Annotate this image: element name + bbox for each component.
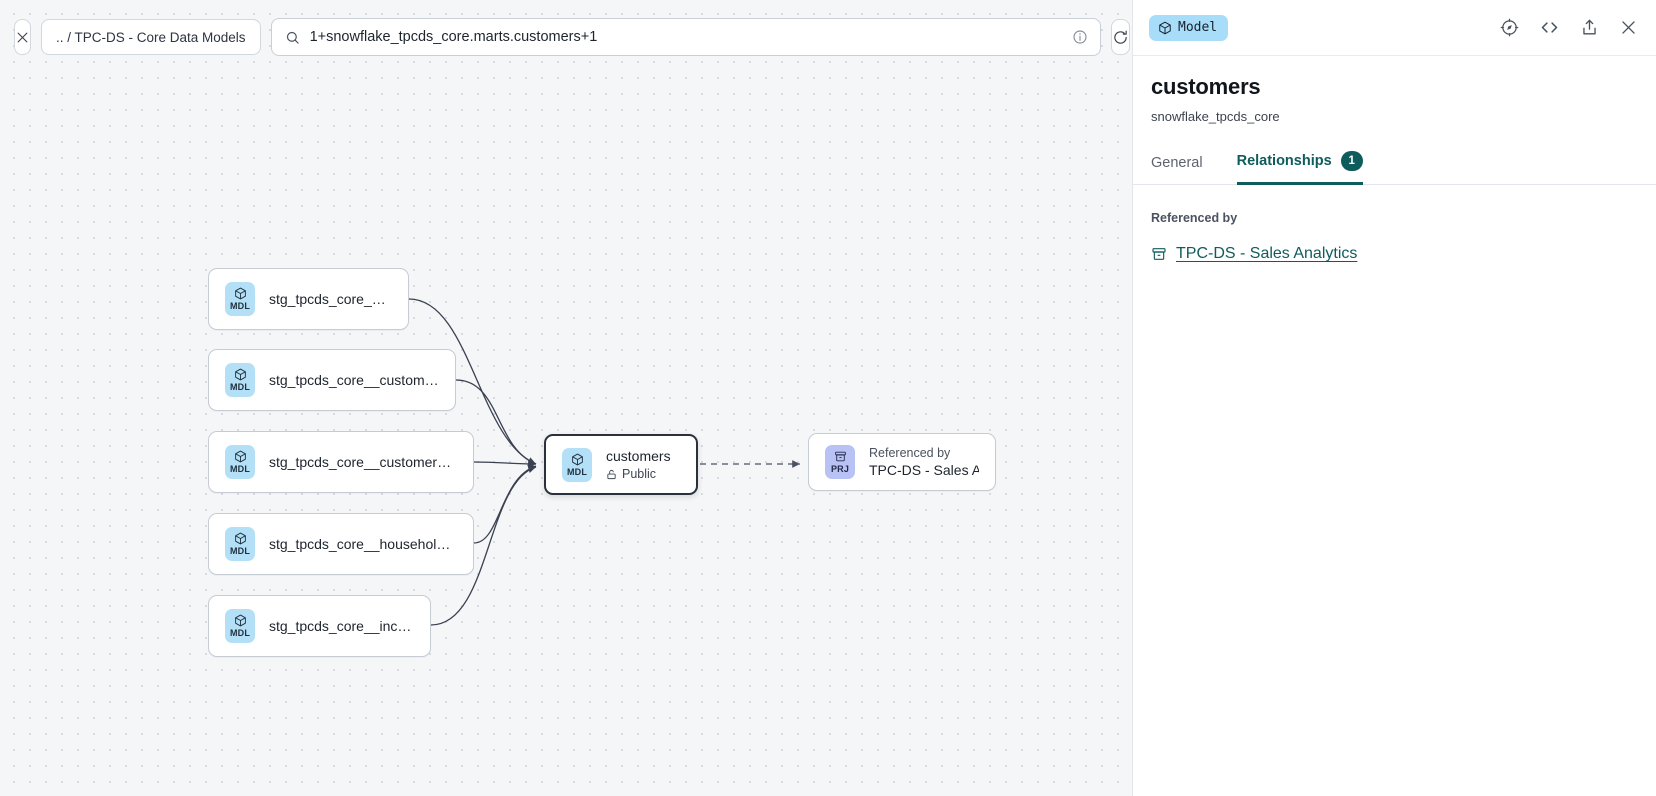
node-label: stg_tpcds_core__customer_address <box>269 372 439 388</box>
node-label: stg_tpcds_core__customer <box>269 291 392 307</box>
referenced-by-link[interactable]: TPC-DS - Sales Analytics <box>1176 245 1358 262</box>
project-icon <box>1151 246 1167 262</box>
model-badge: MDL <box>225 445 255 479</box>
section-label-referenced-by: Referenced by <box>1151 211 1238 225</box>
cube-icon <box>234 368 247 381</box>
tab-relationships[interactable]: Relationships 1 <box>1236 151 1363 185</box>
panel-toolbar: Model <box>1133 0 1656 56</box>
badge-text: MDL <box>229 628 251 638</box>
model-badge: MDL <box>562 447 592 482</box>
access-label: Public <box>622 467 657 481</box>
node-text: stg_tpcds_core__income_band <box>269 618 414 634</box>
graph-node-selected[interactable]: MDL customers Public <box>544 434 698 495</box>
badge-text: PRJ <box>830 464 850 474</box>
node-text: stg_tpcds_core__customer <box>269 291 392 307</box>
cube-icon <box>234 532 247 545</box>
project-badge: PRJ <box>825 445 855 479</box>
node-text: customers Public <box>606 448 671 481</box>
canvas-toolbar: .. / TPC-DS - Core Data Models 1+snowfla… <box>0 0 1132 74</box>
badge-text: MDL <box>566 466 588 477</box>
close-icon[interactable] <box>1619 18 1638 37</box>
cube-icon <box>1158 21 1172 35</box>
list-item[interactable]: TPC-DS - Sales Analytics <box>1151 245 1638 263</box>
close-lineage-button[interactable] <box>14 19 31 55</box>
node-label: stg_tpcds_core__customer_demogra… <box>269 454 457 470</box>
cube-icon <box>234 614 247 627</box>
page-title: customers <box>1151 74 1261 99</box>
node-access: Public <box>606 467 671 481</box>
code-icon[interactable] <box>1539 17 1560 38</box>
search-value: 1+snowflake_tpcds_core.marts.customers+1 <box>309 29 598 45</box>
lineage-edges <box>408 298 800 626</box>
tab-count-badge: 1 <box>1340 151 1363 171</box>
info-circle-icon[interactable] <box>1072 29 1088 45</box>
search-input[interactable]: 1+snowflake_tpcds_core.marts.customers+1 <box>270 18 1101 56</box>
node-label: customers <box>606 448 671 464</box>
graph-node-upstream[interactable]: MDL stg_tpcds_core__customer_address <box>208 349 456 411</box>
graph-node-upstream[interactable]: MDL stg_tpcds_core__customer_demogra… <box>208 431 474 493</box>
chip-label: Model <box>1178 20 1218 35</box>
model-badge: MDL <box>225 609 255 643</box>
badge-text: MDL <box>229 382 251 392</box>
node-label: stg_tpcds_core__household_demogr… <box>269 536 457 552</box>
search-icon <box>285 30 300 45</box>
graph-node-upstream[interactable]: MDL stg_tpcds_core__household_demogr… <box>208 513 474 575</box>
node-label: TPC-DS - Sales Analytics <box>869 462 979 478</box>
model-badge: MDL <box>225 527 255 561</box>
graph-node-downstream[interactable]: PRJ Referenced by TPC-DS - Sales Analyti… <box>808 433 996 491</box>
node-kicker: Referenced by <box>869 446 951 460</box>
project-icon <box>834 450 847 463</box>
node-label: stg_tpcds_core__income_band <box>269 618 414 634</box>
node-text: stg_tpcds_core__household_demogr… <box>269 536 457 552</box>
graph-node-upstream[interactable]: MDL stg_tpcds_core__income_band <box>208 595 431 657</box>
model-badge: MDL <box>225 363 255 397</box>
share-icon[interactable] <box>1580 18 1599 37</box>
tab-general[interactable]: General <box>1151 155 1203 185</box>
panel-subtitle: snowflake_tpcds_core <box>1151 109 1280 124</box>
panel-header: customers snowflake_tpcds_core <box>1133 56 1656 124</box>
close-icon <box>15 30 30 45</box>
panel-tabs: General Relationships 1 <box>1133 150 1656 185</box>
badge-text: MDL <box>229 464 251 474</box>
cube-icon <box>571 453 584 466</box>
panel-actions <box>1500 17 1638 38</box>
graph-node-upstream[interactable]: MDL stg_tpcds_core__customer <box>208 268 409 330</box>
lineage-canvas[interactable]: MDL stg_tpcds_core__customer MDL stg_tpc… <box>0 0 1132 796</box>
lock-icon <box>606 469 617 480</box>
refresh-icon <box>1112 29 1129 46</box>
badge-text: MDL <box>229 301 251 311</box>
node-text: Referenced by TPC-DS - Sales Analytics <box>869 446 979 478</box>
explore-icon[interactable] <box>1500 18 1519 37</box>
details-panel: Model <box>1132 0 1656 796</box>
badge-text: MDL <box>229 546 251 556</box>
node-text: stg_tpcds_core__customer_address <box>269 372 439 388</box>
model-badge: MDL <box>225 282 255 316</box>
breadcrumb[interactable]: .. / TPC-DS - Core Data Models <box>41 19 261 55</box>
node-text: stg_tpcds_core__customer_demogra… <box>269 454 457 470</box>
tab-label: Relationships <box>1236 153 1332 169</box>
tab-label: General <box>1151 155 1203 171</box>
cube-icon <box>234 287 247 300</box>
relationships-body: Referenced by TPC-DS - Sales Analytics <box>1133 185 1656 263</box>
cube-icon <box>234 450 247 463</box>
entity-type-chip[interactable]: Model <box>1149 14 1229 41</box>
refresh-button[interactable] <box>1110 19 1130 55</box>
